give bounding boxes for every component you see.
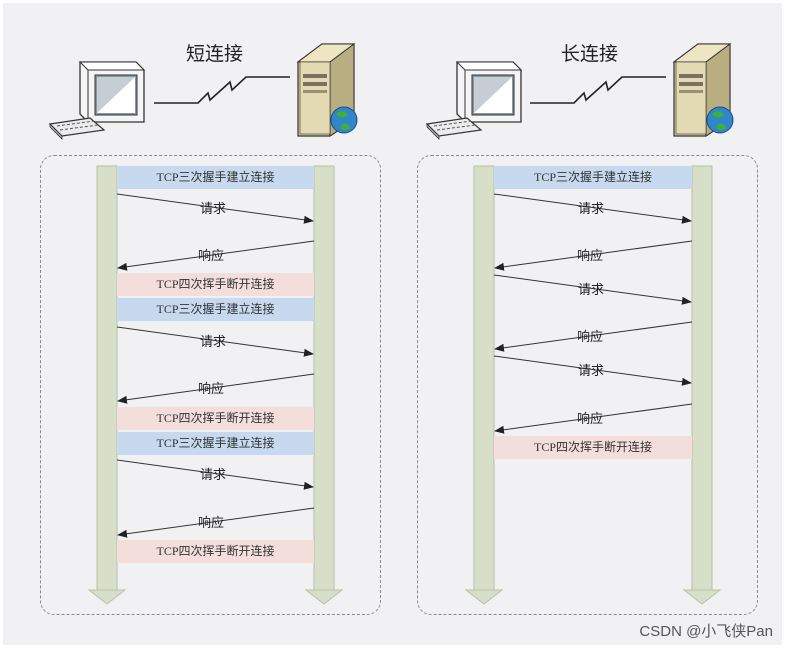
request-arrow (116, 326, 314, 357)
request-label: 请求 (578, 202, 605, 217)
long-connection-title: 长连接 (561, 43, 619, 65)
wave-band: TCP四次挥手断开连接 (117, 540, 314, 563)
computer-icon (48, 61, 146, 140)
wave-band: TCP四次挥手断开连接 (117, 273, 314, 296)
response-label: 响应 (577, 249, 604, 264)
handshake-band: TCP三次握手建立连接 (117, 298, 314, 321)
watermark: CSDN @小飞侠Pan (639, 623, 773, 640)
long-connection-panel (417, 155, 758, 615)
request-arrow (493, 355, 692, 386)
handshake-band: TCP三次握手建立连接 (494, 166, 692, 189)
handshake-band: TCP三次握手建立连接 (117, 432, 314, 455)
lightning-link-icon (154, 76, 290, 104)
response-label: 响应 (198, 516, 225, 531)
wave-band: TCP四次挥手断开连接 (117, 407, 314, 430)
response-arrow (117, 373, 315, 404)
short-connection-panel (40, 155, 381, 615)
server-lifeline-short (304, 165, 344, 605)
client-lifeline-short (87, 165, 127, 605)
response-label: 响应 (577, 330, 604, 345)
client-lifeline-long (464, 165, 504, 605)
response-arrow (494, 240, 693, 271)
server-icon (672, 43, 734, 137)
response-label: 响应 (198, 249, 225, 264)
short-connection-title: 短连接 (186, 43, 244, 65)
server-icon (296, 43, 358, 137)
request-arrow (493, 193, 692, 224)
server-lifeline-long (682, 165, 722, 605)
request-label: 请求 (200, 468, 227, 483)
request-label: 请求 (200, 335, 227, 350)
response-label: 响应 (577, 412, 604, 427)
wave-band: TCP四次挥手断开连接 (494, 436, 692, 459)
lightning-link-icon (530, 76, 666, 104)
request-arrow (116, 193, 314, 224)
request-arrow (116, 459, 314, 490)
request-label: 请求 (578, 283, 605, 298)
response-arrow (494, 403, 693, 434)
computer-icon (425, 61, 523, 140)
response-arrow (117, 240, 315, 271)
response-label: 响应 (198, 382, 225, 397)
response-arrow (494, 321, 693, 352)
request-label: 请求 (578, 364, 605, 379)
request-arrow (493, 274, 692, 305)
handshake-band: TCP三次握手建立连接 (117, 166, 314, 189)
request-label: 请求 (200, 202, 227, 217)
response-arrow (117, 507, 315, 538)
